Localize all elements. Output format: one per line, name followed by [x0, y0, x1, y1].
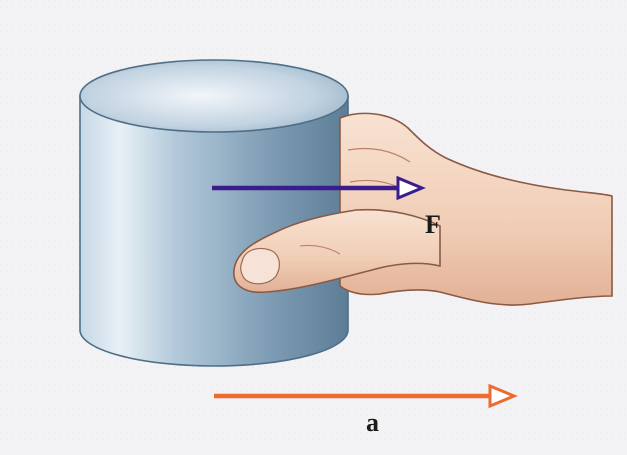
force-arrow [212, 175, 426, 201]
acceleration-arrow [214, 383, 518, 409]
force-label: F [425, 210, 441, 239]
cylinder-icon [79, 59, 349, 367]
acceleration-label: a [366, 408, 379, 437]
hand-icon [233, 112, 613, 306]
